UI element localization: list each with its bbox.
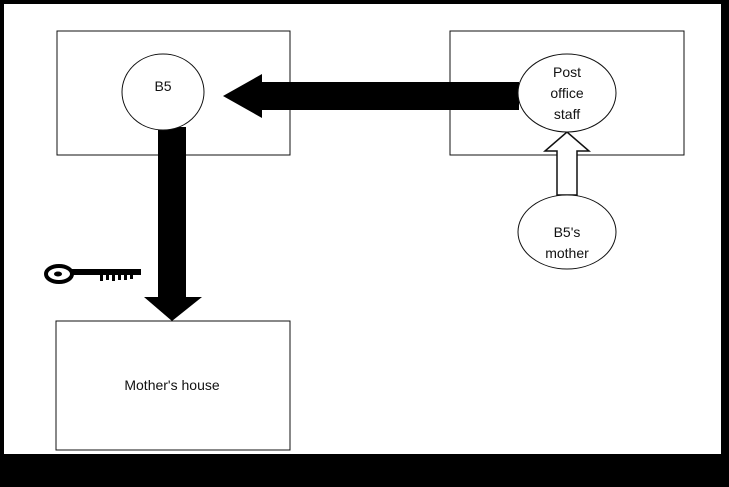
post-office-staff-label-line2: office (550, 85, 583, 101)
arrow-post-office-to-b5 (223, 74, 519, 118)
b5-label: B5 (154, 78, 171, 94)
mothers-house-label: Mother's house (124, 377, 219, 393)
post-office-staff-label-line1: Post (553, 64, 581, 80)
b5-mother-node (517, 194, 617, 270)
post-office-staff-label-line3: staff (554, 106, 580, 122)
b5-mother-label-line2: mother (545, 245, 589, 261)
mothers-house-box (55, 320, 291, 451)
arrow-b5-to-mothers-house (144, 127, 202, 321)
arrow-mother-to-post-office (542, 131, 592, 196)
b5-mother-label-line1: B5's (554, 224, 581, 240)
key-icon (44, 264, 141, 284)
b5-node (121, 53, 205, 131)
post-office-staff-node (517, 53, 617, 133)
